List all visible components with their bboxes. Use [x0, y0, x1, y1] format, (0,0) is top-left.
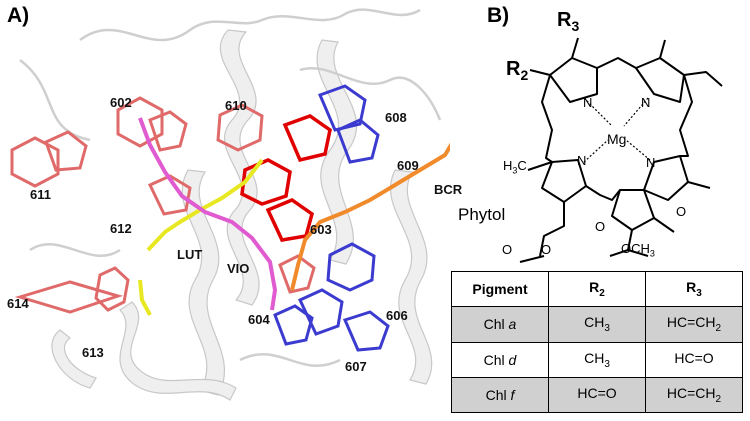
och3-label: OCH3 [621, 241, 655, 259]
protein-structure-figure [10, 8, 450, 401]
pigment-name: Chl f [451, 376, 549, 414]
label-606: 606 [386, 308, 408, 323]
h3c-label: H3C [503, 158, 527, 176]
pigment-name: Chl d [451, 341, 549, 378]
pigment-table: Pigment R2 R3 Chl a CH3 HC=CH2 Chl d CH3… [451, 270, 743, 414]
beta-carotene [290, 142, 450, 291]
n-atom-2: N [641, 95, 651, 110]
label-lut: LUT [177, 247, 203, 262]
chl-a-cluster [10, 96, 316, 314]
protein-loops [19, 8, 442, 367]
n-atom-4: N [577, 153, 587, 168]
n-atom-3: N [646, 155, 656, 170]
chl-b-cluster [273, 84, 390, 352]
r3-label: R3 [557, 9, 580, 34]
label-609: 609 [397, 158, 419, 173]
label-610: 610 [225, 98, 247, 113]
n-atom-1: N [583, 95, 593, 110]
r2-value: HC=O [548, 376, 646, 414]
r2-value: CH3 [548, 341, 646, 378]
panel-b-letter: B) [487, 4, 510, 27]
r3-value: HC=CH2 [645, 306, 743, 343]
label-607: 607 [345, 359, 367, 374]
o-carbonyl-2: O [676, 204, 687, 219]
label-bcr: BCR [434, 182, 463, 197]
chl-red-cluster [240, 114, 332, 242]
o-ester-2: O [541, 242, 552, 257]
r3-value: HC=CH2 [645, 376, 743, 414]
phytol-label: Phytol [458, 205, 506, 224]
label-613: 613 [82, 345, 104, 360]
panel-a-letter: A) [7, 4, 30, 27]
label-611: 611 [30, 187, 51, 202]
label-602: 602 [110, 95, 132, 110]
label-608: 608 [385, 110, 407, 125]
r2-label: R2 [506, 58, 529, 83]
table-header-row: Pigment R2 R3 [451, 270, 743, 308]
table-row: Chl a CH3 HC=CH2 [451, 306, 743, 343]
table-row: Chl f HC=O HC=CH2 [451, 376, 743, 414]
header-pigment: Pigment [451, 270, 549, 308]
o-ester-1: O [502, 242, 513, 257]
r3-value: HC=O [645, 341, 743, 378]
chlorophyll-structure [519, 37, 723, 263]
violaxanthin [138, 117, 278, 311]
r2-value: CH3 [548, 306, 646, 343]
mg-atom: Mg [607, 131, 627, 147]
label-614: 614 [7, 296, 29, 311]
protein-helices [51, 29, 433, 401]
table-row: Chl d CH3 HC=O [451, 341, 743, 378]
header-r2: R2 [548, 270, 646, 308]
o-carbonyl-1: O [595, 219, 606, 234]
header-r3: R3 [645, 270, 743, 308]
label-612: 612 [110, 221, 132, 236]
label-603: 603 [310, 222, 332, 237]
label-604: 604 [248, 312, 270, 327]
label-vio: VIO [227, 261, 250, 276]
pigment-name: Chl a [451, 306, 549, 343]
